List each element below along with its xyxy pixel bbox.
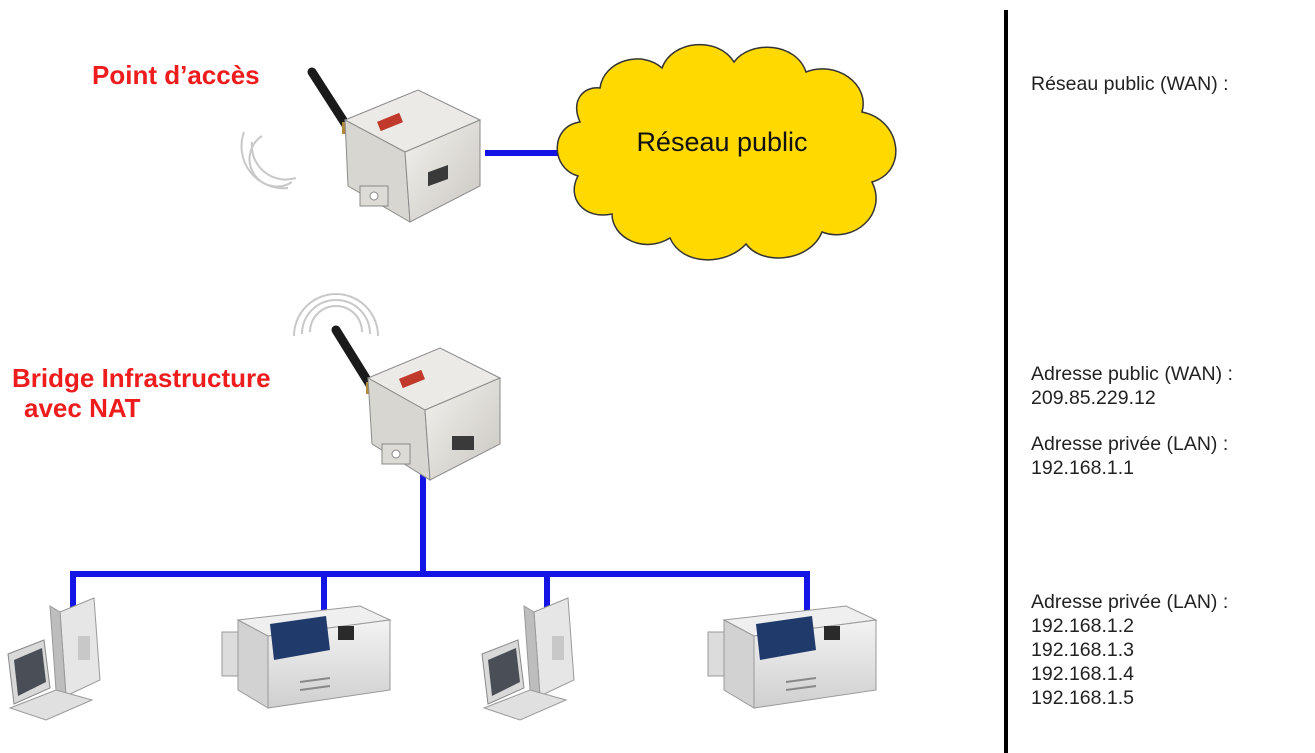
private-client-address: 192.168.1.2 xyxy=(1031,615,1135,637)
private-gateway-label: Adresse privée (LAN) : xyxy=(1031,433,1229,455)
private-gateway-value: 192.168.1.1 xyxy=(1031,457,1135,479)
wan-network-info: Réseau public (WAN) : xyxy=(1031,72,1229,96)
access-point-device xyxy=(240,67,482,223)
private-client-address: 192.168.1.3 xyxy=(1031,639,1135,661)
cloud-shape xyxy=(556,43,897,261)
wifi-signal-icon xyxy=(293,293,379,337)
wan-network-label: Réseau public (WAN) : xyxy=(1031,73,1229,95)
cloud-label: Réseau public xyxy=(636,127,807,157)
access-point-label: Point d’accès xyxy=(92,60,260,90)
computer-icon xyxy=(7,597,101,721)
computer-icon xyxy=(481,597,575,721)
private-clients-info: Adresse privée (LAN) : 192.168.1.2 192.1… xyxy=(1031,590,1228,710)
cnc-machine-icon xyxy=(221,605,392,709)
bridge-device xyxy=(293,293,502,481)
public-address-value: 209.85.229.12 xyxy=(1031,387,1156,409)
public-address-info: Adresse public (WAN) : 209.85.229.12 xyxy=(1031,362,1233,410)
bridge-label-line1: Bridge Infrastructure xyxy=(12,363,271,393)
private-clients-label: Adresse privée (LAN) : xyxy=(1031,591,1229,613)
private-client-address: 192.168.1.4 xyxy=(1031,663,1135,685)
cnc-machine-icon xyxy=(707,605,878,709)
vertical-divider xyxy=(1004,10,1008,753)
wifi-signal-icon xyxy=(240,131,297,190)
private-gateway-info: Adresse privée (LAN) : 192.168.1.1 xyxy=(1031,432,1228,480)
bridge-label: Bridge Infrastructure avec NAT xyxy=(12,363,271,423)
private-client-address: 192.168.1.5 xyxy=(1031,687,1135,709)
public-address-label: Adresse public (WAN) : xyxy=(1031,363,1233,385)
bridge-label-line2: avec NAT xyxy=(24,393,141,423)
public-network-cloud: Réseau public xyxy=(556,43,897,261)
